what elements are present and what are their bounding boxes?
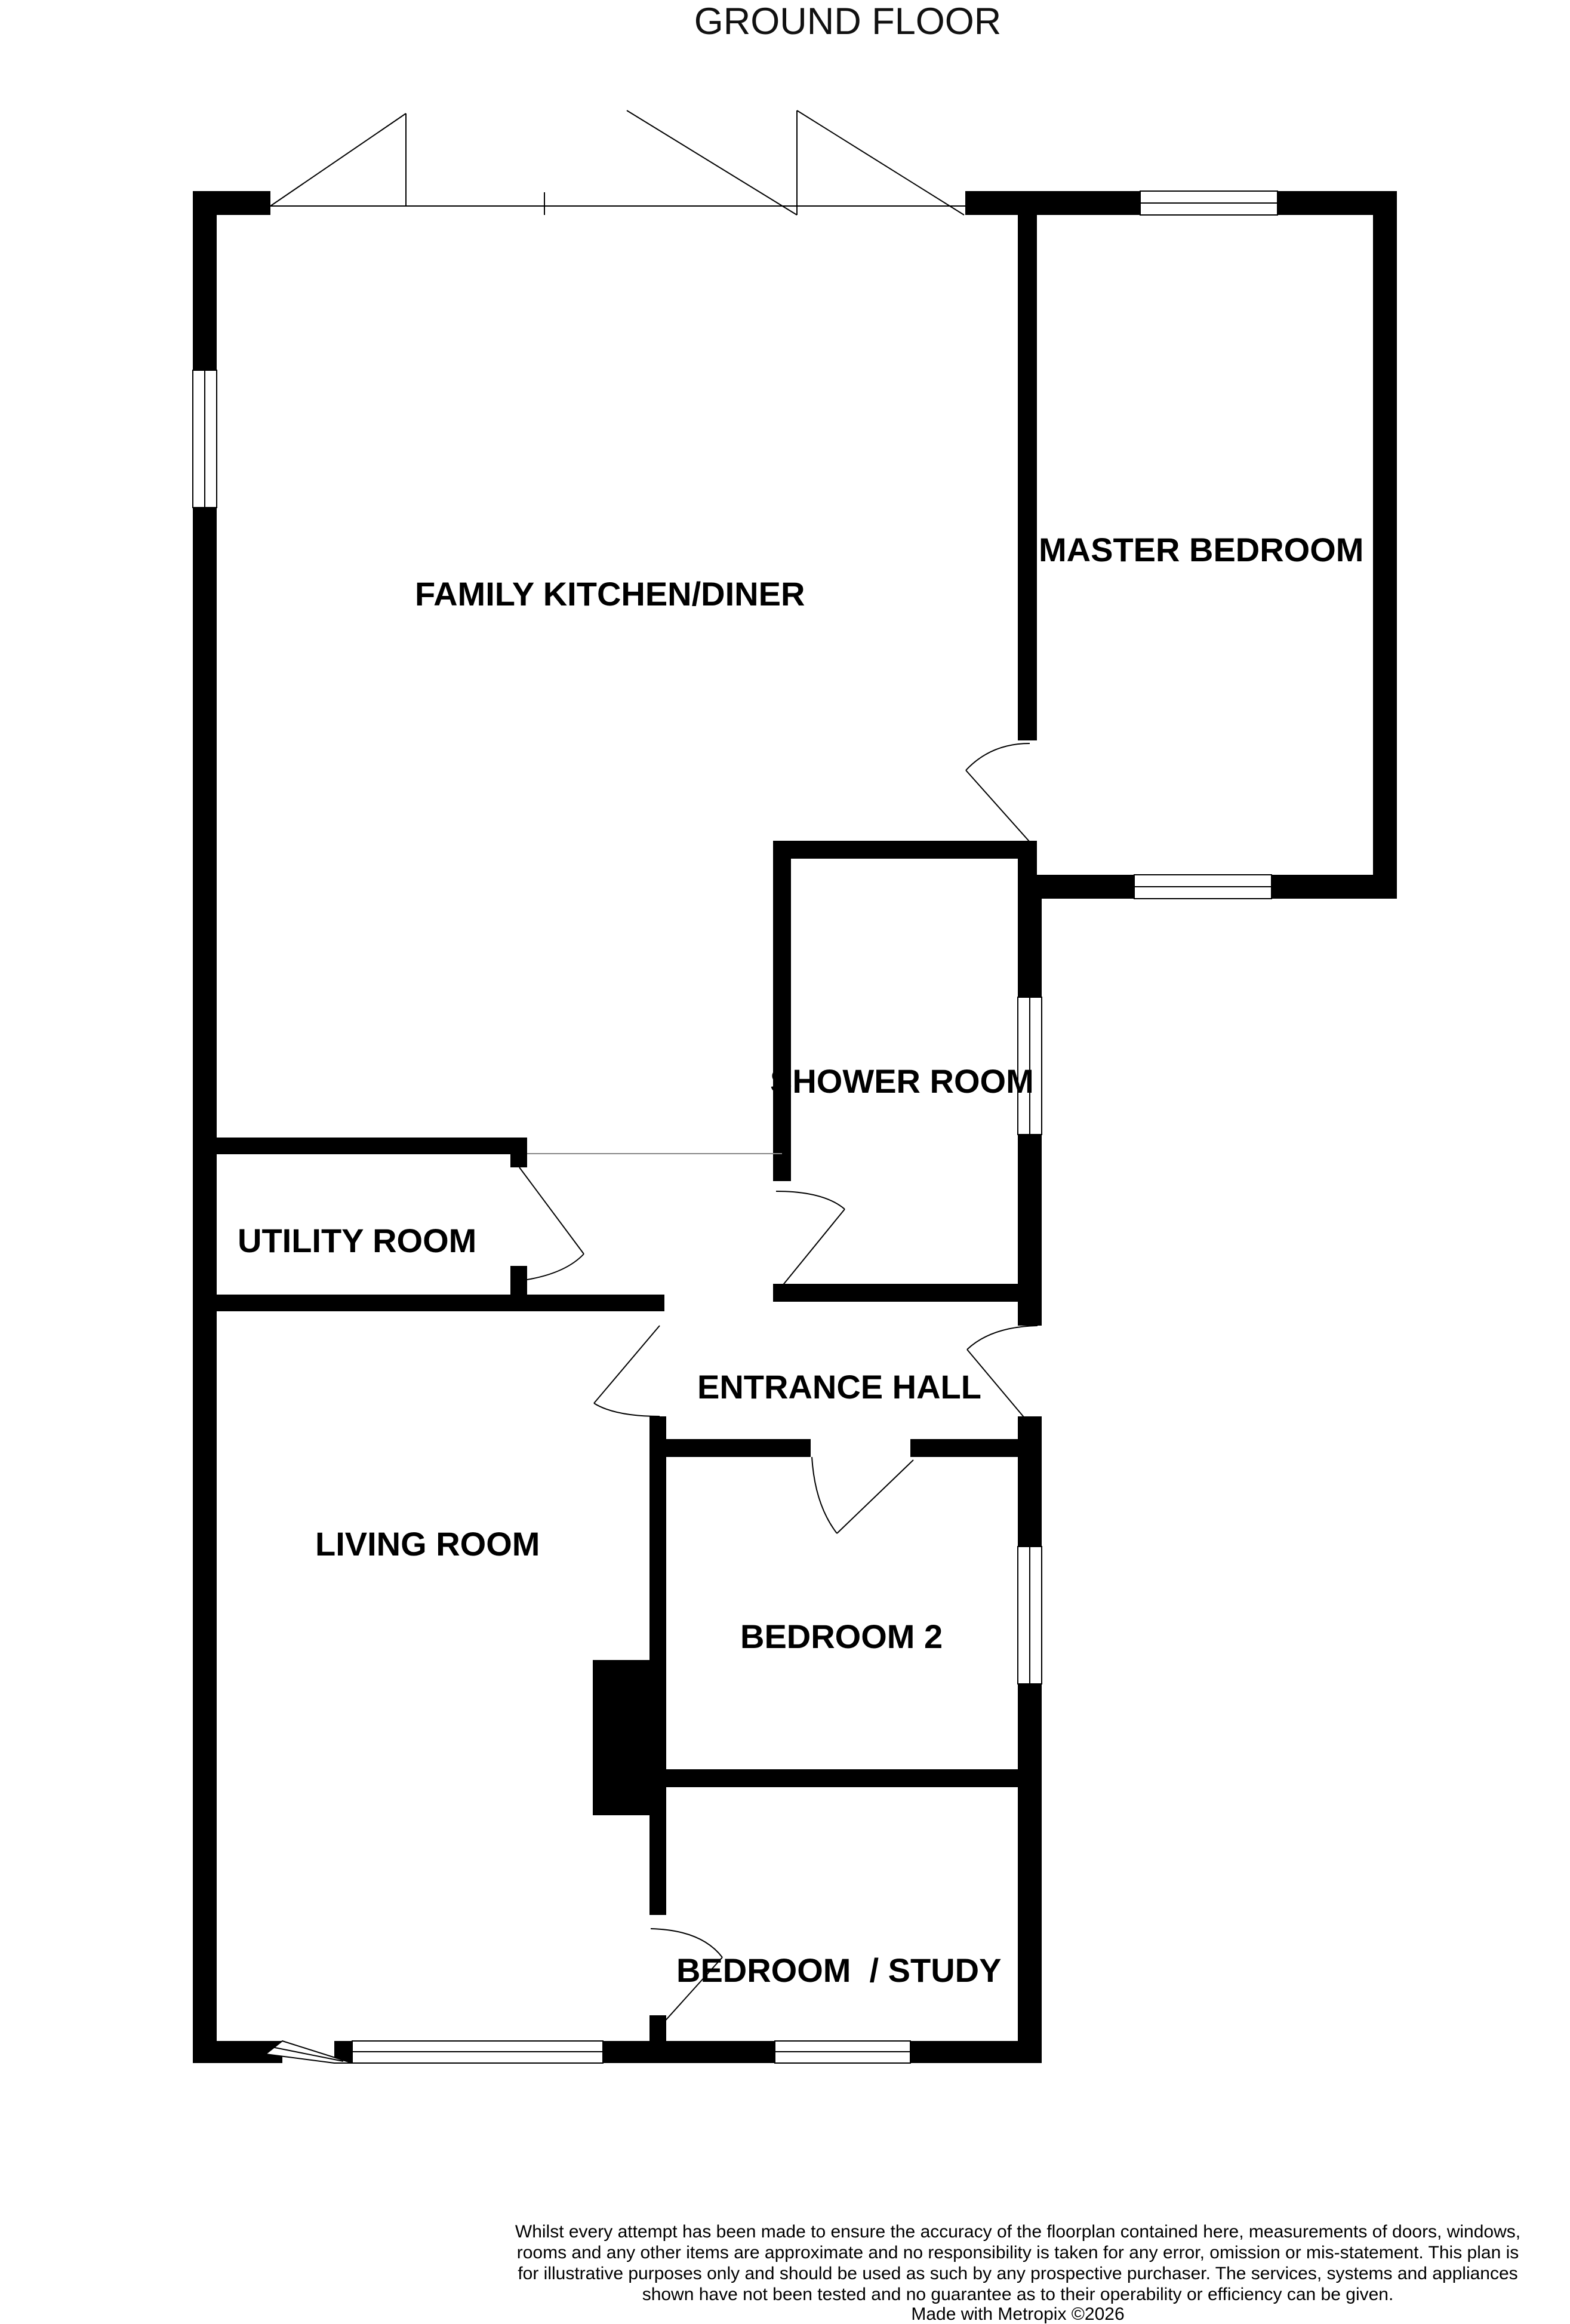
wall-bottom-study-left [657,2041,775,2063]
door-study [656,1957,723,2031]
wall-bedroom2-top-right [910,1439,1039,1457]
windows [192,190,1278,2064]
wall-utility-door-post-top [510,1138,527,1167]
wall-bedrooms-right [1018,1416,1042,2063]
wall-shower-bottom [773,1284,1042,1302]
room-label-entrance-hall: ENTRANCE HALL [697,1368,981,1406]
wall-bedroom2-study-partition [649,1769,1042,1787]
window-bay [264,2040,353,2064]
wall-master-right [1373,191,1397,899]
wall-bottom-study-right [910,2041,1042,2063]
door-living [593,1325,660,1404]
openings [270,110,1038,2031]
wall-utility-top [193,1138,527,1154]
door-bedroom2 [836,1459,914,1534]
wall-bottom-living [603,2041,666,2063]
door-shower [778,1209,845,1290]
room-label-master-bedroom: MASTER BEDROOM [1039,531,1364,568]
wall-bedroom2-top-left [649,1439,811,1457]
wall-top-left-stub [193,191,270,215]
wall-living-bedrooms-partition [649,1416,666,1915]
floor-title: GROUND FLOOR [694,1,1002,42]
room-label-family-kitchen-diner: FAMILY KITCHEN/DINER [415,575,805,613]
room-label-shower-room: SHOWER ROOM [770,1062,1034,1100]
room-label-bedroom-study: BEDROOM / STUDY [676,1951,1002,1989]
wall-kitchen-master-partition [1018,191,1037,740]
walls [193,191,1397,2063]
door-master [965,770,1030,843]
room-label-bedroom-2: BEDROOM 2 [740,1618,943,1655]
wall-utility-bottom [193,1295,664,1311]
disclaimer-text: Whilst every attempt has been made to en… [515,2222,1521,2304]
wall-shower-left [773,841,791,1181]
door-utility [519,1167,584,1255]
chimney-breast [593,1660,649,1815]
wall-utility-door-post-bottom [510,1266,527,1311]
room-label-utility-room: UTILITY ROOM [238,1222,477,1259]
room-label-living-room: LIVING ROOM [315,1525,540,1563]
wall-shower-top [773,841,1037,859]
credit-text: Made with Metropix ©2026 [911,2304,1125,2324]
door-front [966,1349,1030,1425]
